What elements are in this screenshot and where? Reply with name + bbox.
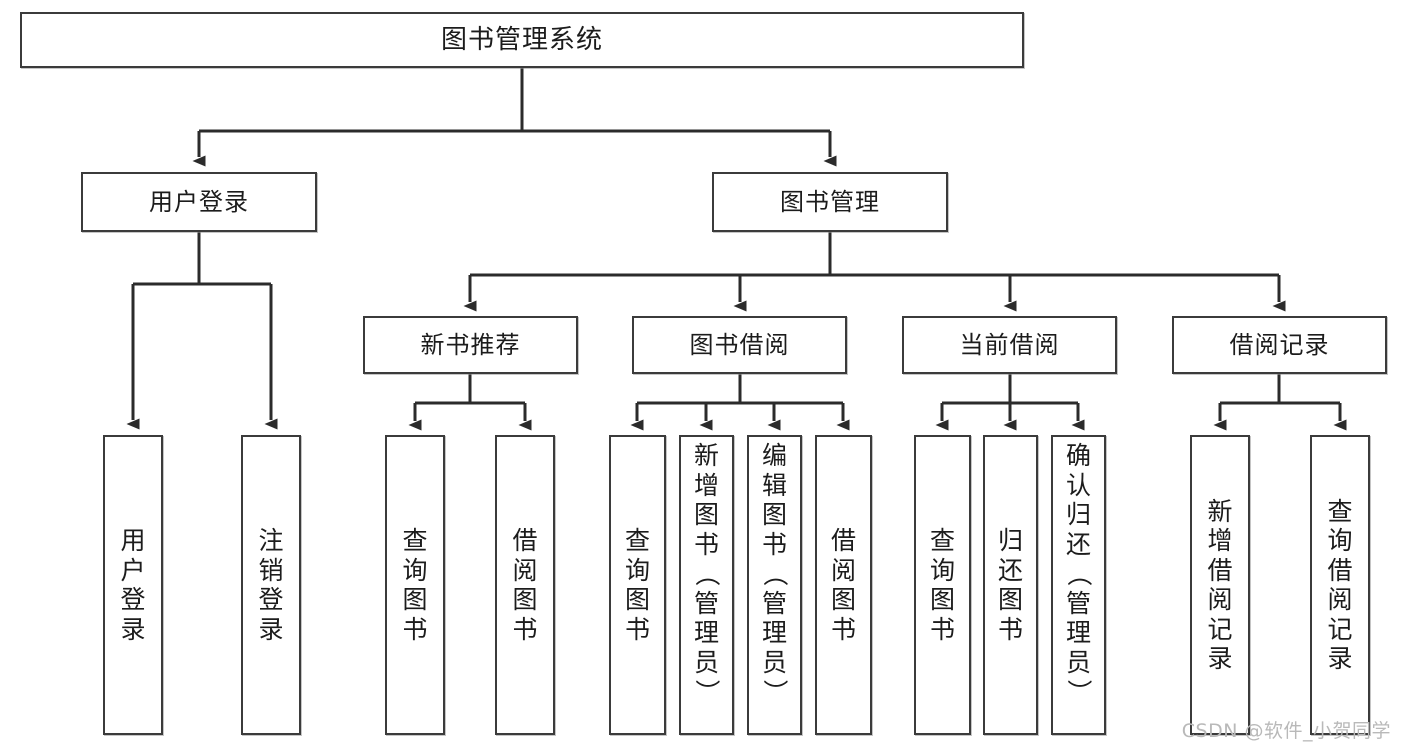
leaf-borrow-book-borrow[interactable]: 借阅图书	[815, 435, 872, 735]
node-label: 图书管理	[780, 187, 880, 216]
leaf-add-borrow-record[interactable]: 新增借阅记录	[1190, 435, 1250, 735]
node-book-borrow[interactable]: 图书借阅	[632, 316, 847, 374]
leaf-edit-book-admin[interactable]: 编辑图书（管理员）	[747, 435, 802, 735]
leaf-query-book-borrow[interactable]: 查询图书	[609, 435, 666, 735]
node-label: 查询图书	[624, 526, 650, 644]
node-label: 用户登录	[149, 187, 249, 216]
node-root-system[interactable]: 图书管理系统	[20, 12, 1024, 68]
node-label: 归还图书	[997, 526, 1023, 644]
leaf-query-book-current[interactable]: 查询图书	[914, 435, 971, 735]
node-label: 新书推荐	[420, 330, 521, 359]
node-current-borrow[interactable]: 当前借阅	[902, 316, 1117, 374]
node-label: 确认归还（管理员）	[1064, 441, 1094, 705]
node-label: 借阅图书	[512, 526, 538, 644]
leaf-logout[interactable]: 注销登录	[241, 435, 301, 735]
node-label: 新增借阅记录	[1207, 496, 1233, 674]
node-label: 新增图书（管理员）	[692, 441, 722, 705]
leaf-query-borrow-record[interactable]: 查询借阅记录	[1310, 435, 1370, 735]
node-label: 注销登录	[258, 526, 284, 644]
node-new-book-recommend[interactable]: 新书推荐	[363, 316, 578, 374]
leaf-return-book[interactable]: 归还图书	[983, 435, 1038, 735]
node-label: 借阅记录	[1229, 330, 1330, 359]
leaf-borrow-book-recommend[interactable]: 借阅图书	[495, 435, 555, 735]
node-label: 编辑图书（管理员）	[760, 441, 790, 705]
leaf-user-login[interactable]: 用户登录	[103, 435, 163, 735]
node-label: 借阅图书	[830, 526, 856, 644]
leaf-query-book-recommend[interactable]: 查询图书	[385, 435, 445, 735]
node-label: 用户登录	[120, 526, 146, 644]
node-label: 图书管理系统	[440, 24, 603, 55]
node-label: 图书借阅	[689, 330, 790, 359]
node-label: 查询借阅记录	[1327, 496, 1353, 674]
node-user-login[interactable]: 用户登录	[81, 172, 317, 232]
node-borrow-record[interactable]: 借阅记录	[1172, 316, 1387, 374]
node-label: 查询图书	[929, 526, 955, 644]
node-book-manage[interactable]: 图书管理	[712, 172, 948, 232]
node-label: 查询图书	[402, 526, 428, 644]
leaf-add-book-admin[interactable]: 新增图书（管理员）	[679, 435, 734, 735]
node-label: 当前借阅	[959, 330, 1060, 359]
leaf-confirm-return-admin[interactable]: 确认归还（管理员）	[1051, 435, 1106, 735]
